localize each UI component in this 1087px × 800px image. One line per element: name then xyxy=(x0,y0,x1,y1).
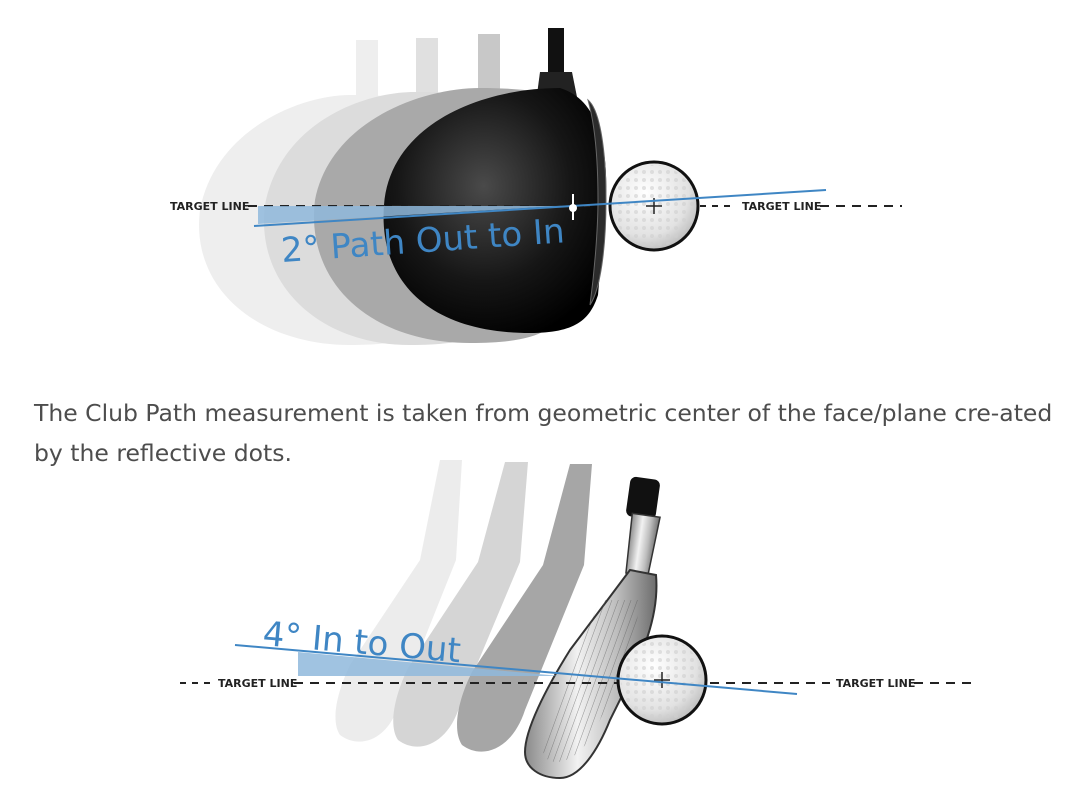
path-angle-wedge xyxy=(298,652,560,676)
iron-face-grooves xyxy=(542,600,640,762)
target-line-label-right: TARGET LINE xyxy=(742,200,821,213)
ghost-shaft-2 xyxy=(416,38,438,108)
top-diagram: TARGET LINE TARGET LINE 2° Path Out to I… xyxy=(170,28,902,345)
club-path-line xyxy=(253,189,827,227)
ghost-shaft-3 xyxy=(478,34,500,106)
club-path-line xyxy=(234,644,798,695)
ghost-shaft-1 xyxy=(356,40,378,110)
iron-hosel xyxy=(625,512,661,577)
angle-label-bottom: 4° In to Out xyxy=(261,614,462,671)
target-line-label-left: TARGET LINE xyxy=(170,200,249,213)
caption-text: The Club Path measurement is taken from … xyxy=(34,399,1053,467)
iron-grip xyxy=(626,476,660,520)
ghost-iron-3 xyxy=(457,464,592,752)
target-line-label-left: TARGET LINE xyxy=(218,677,297,690)
driver-face xyxy=(587,98,607,306)
target-line-label-right: TARGET LINE xyxy=(836,677,915,690)
bottom-diagram: TARGET LINE TARGET LINE 4° In to Out xyxy=(180,460,976,780)
face-center-dot xyxy=(569,204,577,212)
